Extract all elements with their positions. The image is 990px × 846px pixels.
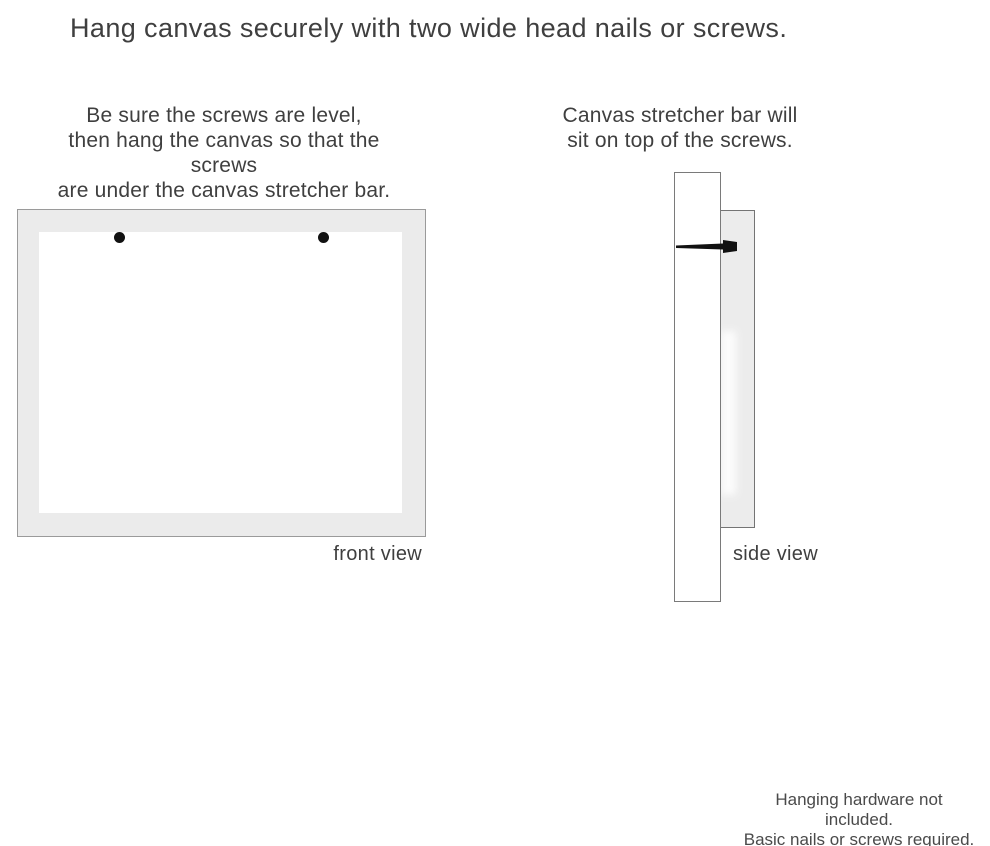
side-view-canvas [720,210,755,528]
page-title: Hang canvas securely with two wide head … [70,13,788,43]
front-view-instruction: Be sure the screws are level, then hang … [57,104,391,202]
front-view-canvas-face [39,232,402,513]
front-view-label: front view [333,543,422,565]
screw-dot-right-icon [318,232,329,243]
side-view-instruction: Canvas stretcher bar will sit on top of … [562,104,798,152]
side-view-label: side view [733,543,818,565]
hardware-footnote: Hanging hardware not included. Basic nai… [743,790,975,846]
side-canvas-highlight [721,331,737,496]
front-view-canvas-frame [17,209,426,537]
nail-icon [676,240,737,253]
side-view-wall-bar [674,172,721,602]
screw-dot-left-icon [114,232,125,243]
